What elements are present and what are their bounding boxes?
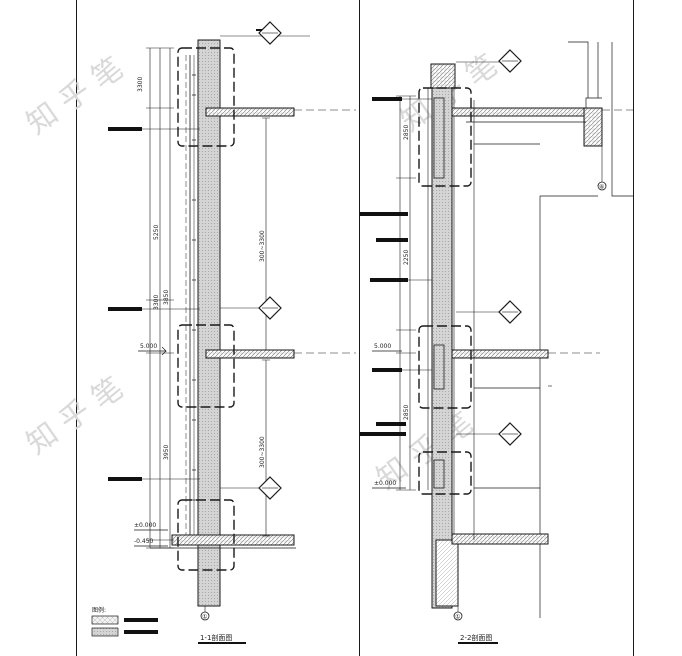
detail-axis-label: ⑥ xyxy=(599,184,604,191)
left-section: 3300 5250 3300 3850 3950 300~3300 300~33… xyxy=(108,21,356,644)
left-dimension-chain xyxy=(146,47,174,549)
dim-text: 5250 xyxy=(153,225,160,240)
right-detail-bubbles xyxy=(418,87,472,495)
axis-label: ① xyxy=(455,614,460,621)
legend: 图例: xyxy=(91,606,158,637)
axis-bubble xyxy=(453,611,463,621)
right-adjacent-building xyxy=(474,41,634,618)
legend-swatch-concrete xyxy=(91,627,119,637)
dim-text: 2850 xyxy=(403,405,410,420)
legend-swatch-insulation xyxy=(91,615,119,625)
right-detail-callouts xyxy=(456,49,522,446)
right-parapet-cap xyxy=(430,63,456,89)
right-dimension-chain xyxy=(396,95,416,491)
sheet-frame xyxy=(76,0,634,656)
right-wall-column xyxy=(431,87,453,609)
dim-text: 3300 xyxy=(153,295,160,310)
left-slab-mid xyxy=(205,349,295,359)
legend-heading: 图例: xyxy=(92,606,106,614)
right-slab-mid xyxy=(451,349,549,359)
left-detail-callouts xyxy=(220,21,310,500)
span-dim-text: 300~3300 xyxy=(259,436,266,468)
span-dim-text: 300~3300 xyxy=(259,230,266,262)
section-title: 1-1剖面图 xyxy=(200,633,232,642)
level-label: ±0.000 xyxy=(134,522,156,529)
dim-text: 3850 xyxy=(163,290,170,305)
dim-text: 2250 xyxy=(403,250,410,265)
axis-label: ① xyxy=(202,614,207,621)
section-title: 2-2剖面图 xyxy=(460,633,492,642)
left-detail-bubbles xyxy=(177,47,235,571)
level-label: 5.000 xyxy=(140,343,157,350)
right-section: 2850 2250 2850 5.000 ±0.000 xyxy=(360,41,634,644)
axis-bubble xyxy=(200,611,210,621)
left-level-marks: 5.000 ±0.000 -0.450 xyxy=(134,343,168,547)
detail-axis-bubble xyxy=(597,181,607,191)
left-span-dims xyxy=(262,117,270,537)
left-wall-column xyxy=(197,39,221,607)
dim-text: 3950 xyxy=(163,445,170,460)
left-slab-upper xyxy=(205,107,295,117)
left-leaders xyxy=(108,127,200,481)
left-slab-ground xyxy=(171,534,295,546)
right-slab-ground xyxy=(451,533,549,545)
dim-text: 3300 xyxy=(137,77,144,92)
right-window-frames xyxy=(433,97,445,489)
right-leaders xyxy=(360,97,432,436)
level-label: -0.450 xyxy=(134,538,154,545)
level-label: 5.000 xyxy=(374,343,391,350)
level-label: ±0.000 xyxy=(374,480,396,487)
dim-text: 2850 xyxy=(403,125,410,140)
watermark-text: 知 乎 笔 xyxy=(20,371,129,462)
right-level-marks: 5.000 ±0.000 xyxy=(372,343,406,489)
left-facade-marks xyxy=(192,74,196,501)
